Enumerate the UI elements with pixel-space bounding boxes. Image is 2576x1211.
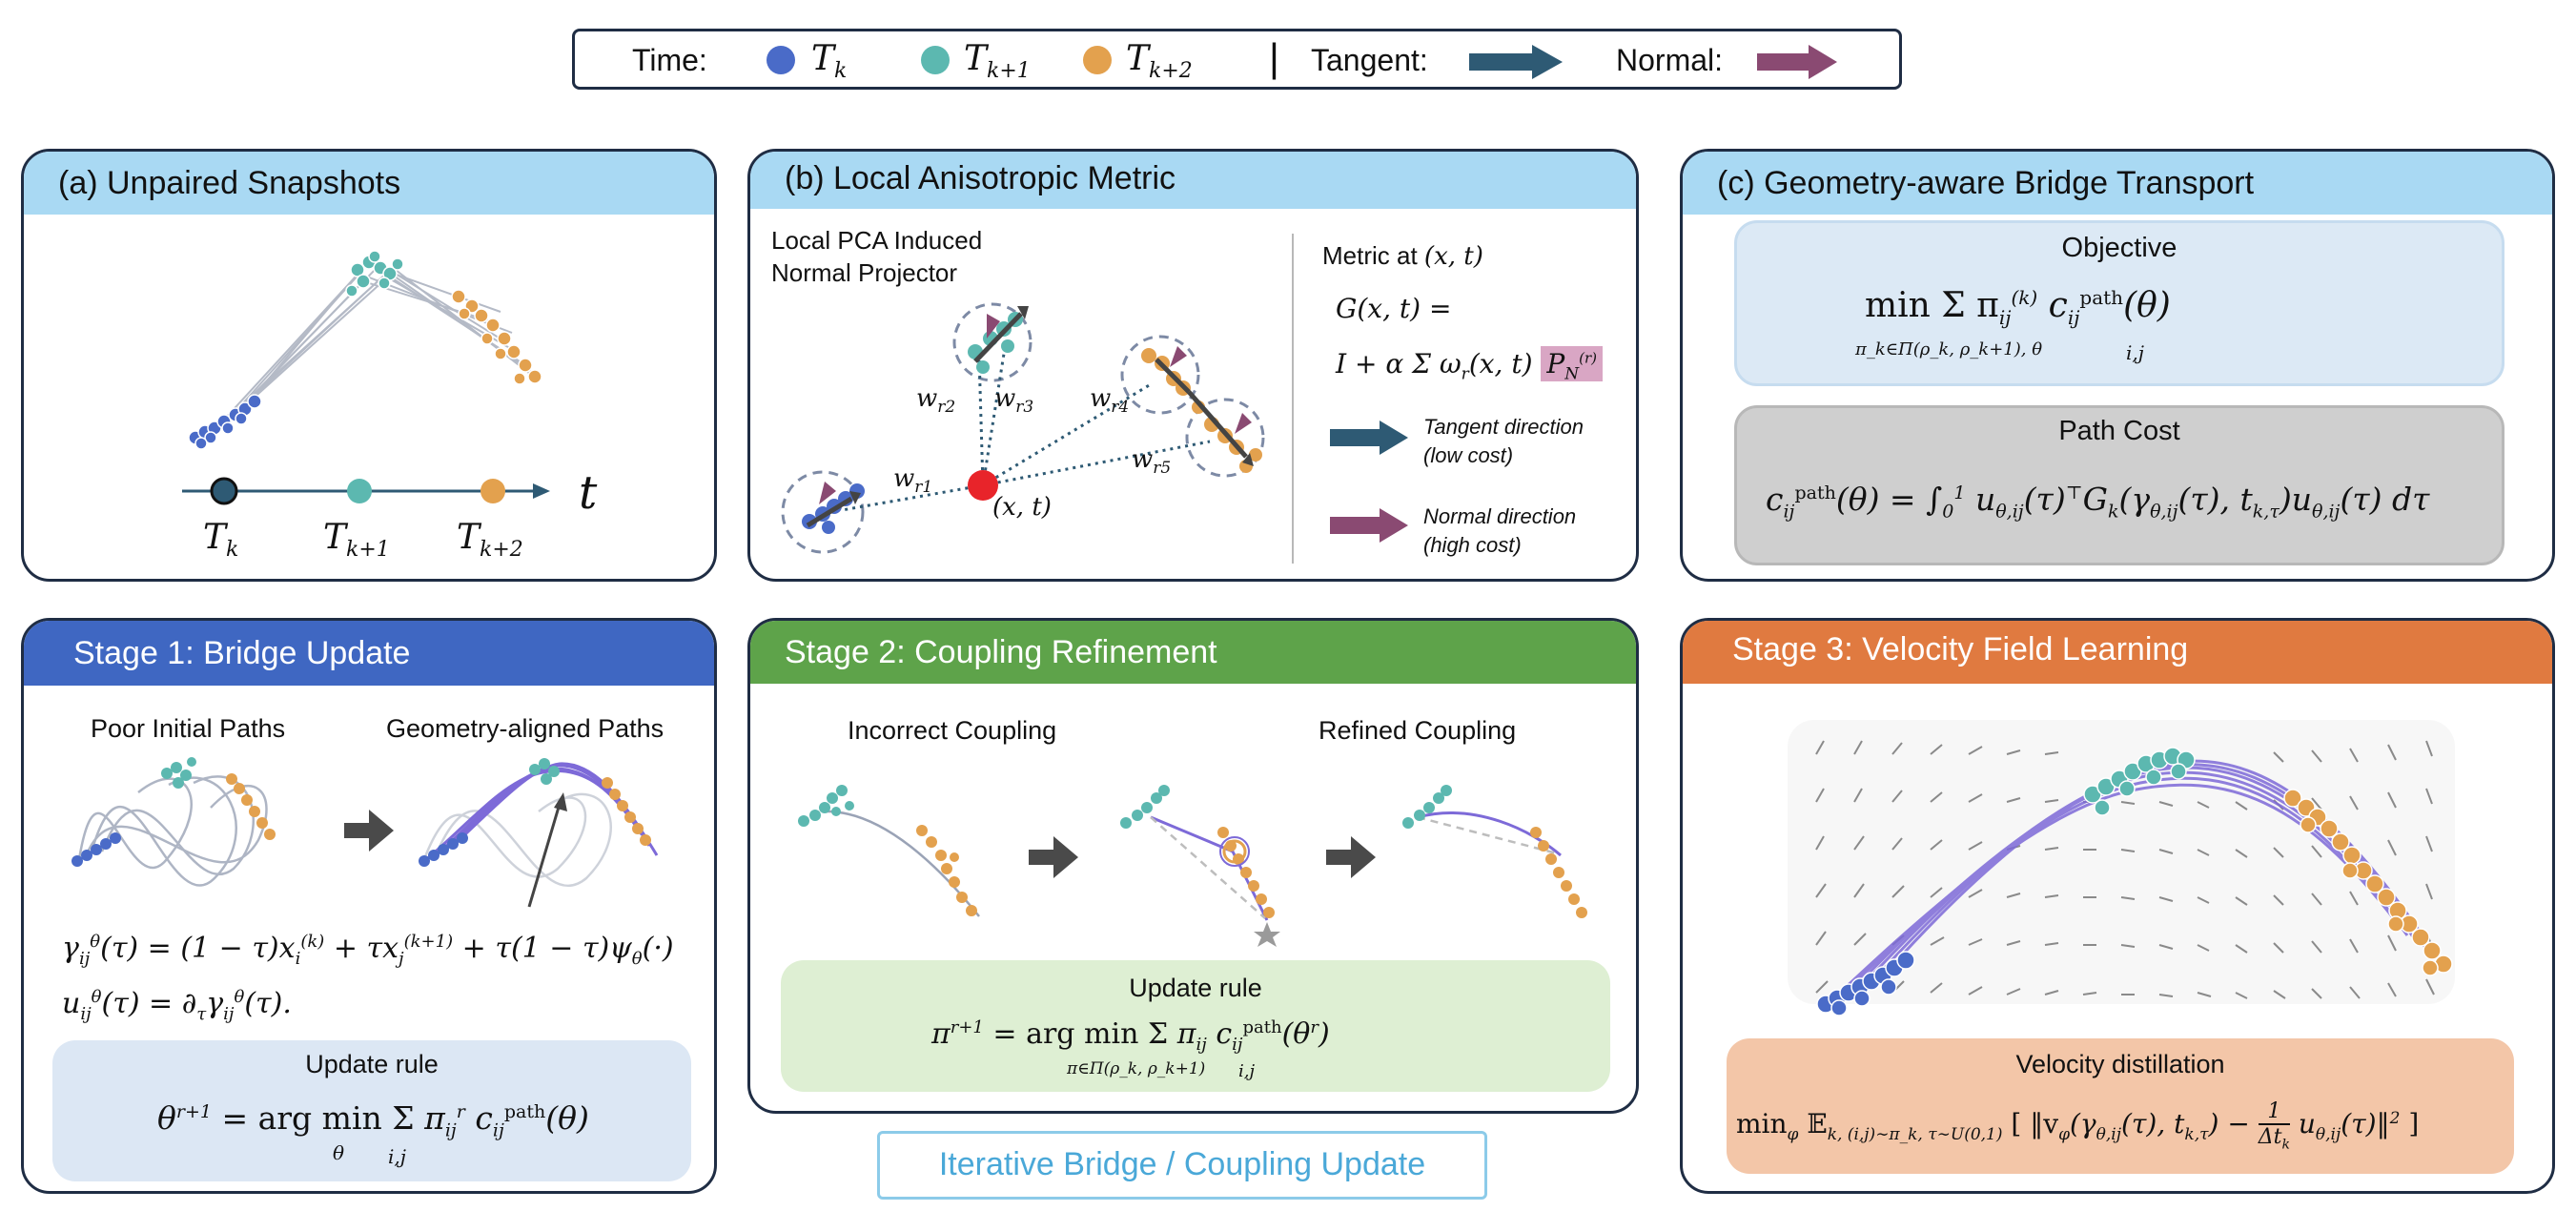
stage1-title: Stage 1: Bridge Update: [73, 635, 411, 671]
panel-b-weight-r5: wr5: [1132, 445, 1172, 479]
stage2-title: Stage 2: Coupling Refinement: [785, 634, 1217, 670]
pathcost-box: Path Cost cijpath(θ) = ∫01 uθ,ij(τ)⊤Gk(γ…: [1734, 405, 2504, 565]
panel-a-tick-tk: [210, 477, 238, 505]
velocity-box-title: Velocity distillation: [2015, 1050, 2225, 1078]
objective-box: Objective min Σ πij(k) cijpath(θ) π_k∈Π(…: [1734, 220, 2504, 386]
panel-c: (c) Geometry-aware Bridge Transport Obje…: [1680, 149, 2555, 582]
velocity-box: Velocity distillation minφ 𝔼k, (i,j)∼π_k…: [1727, 1038, 2514, 1174]
panel-a-tick-tk1: [347, 479, 372, 503]
pathcost-title: Path Cost: [2058, 416, 2180, 446]
panel-b-tangent-arrow-icon: [1330, 421, 1408, 455]
legend-tk1-label: Tk+1: [964, 39, 1031, 84]
stage2-left-caption: Incorrect Coupling: [848, 716, 1057, 745]
panel-a-tk2-cluster: [451, 289, 542, 385]
legend-tangent-arrow-icon: [1469, 45, 1563, 79]
panel-b-tangent-line2: (low cost): [1423, 443, 1514, 467]
legend-separator: |: [1269, 35, 1279, 80]
panel-a-tk-cluster: [188, 394, 262, 450]
legend-box: Time: Tk Tk+1 Tk+2 | Tangent: Normal:: [572, 29, 1902, 90]
panel-b-subtitle-2: Normal Projector: [771, 258, 958, 287]
panel-a: (a) Unpaired Snapshots t Tk Tk+1 Tk+2: [21, 149, 717, 582]
legend-tk-dot: [767, 46, 795, 74]
legend-tk1-dot: [921, 46, 950, 74]
panel-b-tangent-line1: Tangent direction: [1423, 415, 1584, 439]
stage1-rule-equation: θr+1 = arg min Σ πijr cijpath(θ): [157, 1099, 589, 1141]
stage1-arrow-icon: [344, 810, 394, 852]
panel-b-metric-at: Metric at (x, t): [1322, 241, 1483, 271]
stage1-illustration: [72, 757, 659, 908]
legend-tk2-label: Tk+2: [1126, 39, 1193, 84]
stage1-eq-gamma: γijθ(τ) = (1 − τ)xi(k) + τxj(k+1) + τ(1 …: [62, 932, 674, 969]
stage1-rule-min-sub: θ: [333, 1141, 345, 1164]
stage2-rule-title: Update rule: [1129, 974, 1262, 1002]
panel-b-weight-r4: wr4: [1090, 384, 1130, 418]
stage2-rule-min-sub: π∈Π(ρ_k, ρ_k+1): [1067, 1059, 1206, 1078]
panel-a-tick-label-tk: Tk: [203, 518, 239, 563]
stage3-panel: Stage 3: Velocity Field Learning Veloci: [1680, 618, 2555, 1194]
panel-b-normal-arrow-icon: [1330, 508, 1408, 543]
panel-b: (b) Local Anisotropic Metric Local PCA I…: [747, 149, 1639, 582]
panel-b-normal-line1: Normal direction: [1423, 504, 1577, 528]
panel-b-eq1: G(x, t) =: [1336, 293, 1452, 324]
query-point: [968, 470, 998, 501]
panel-a-links: [200, 257, 540, 442]
stage1-panel: Stage 1: Bridge Update Poor Initial Path…: [21, 618, 717, 1194]
panel-b-normal-line2: (high cost): [1423, 533, 1522, 557]
stage2-arrow-icon-1: [1029, 836, 1078, 878]
legend-tk2-dot: [1083, 46, 1112, 74]
objective-sum-sub: i,j: [2126, 341, 2144, 364]
velocity-equation: minφ 𝔼k, (i,j)∼π_k, τ∼U(0,1) [ ‖vφ(γθ,ij…: [1736, 1099, 2420, 1153]
objective-equation: min Σ πij(k) cijpath(θ): [1865, 286, 2171, 330]
legend-normal-arrow-icon: [1757, 45, 1837, 79]
stage2-rule-box: Update rule πr+1 = arg min Σ πij cijpath…: [781, 960, 1610, 1092]
legend-normal-label: Normal:: [1616, 43, 1724, 77]
legend-tangent-label: Tangent:: [1311, 43, 1428, 77]
stage1-right-caption: Geometry-aligned Paths: [386, 714, 664, 743]
panel-b-point-label: (x, t): [992, 493, 1052, 522]
stage2-panel: Stage 2: Coupling Refinement Incorrect C…: [747, 618, 1639, 1114]
panel-b-title: (b) Local Anisotropic Metric: [785, 160, 1176, 196]
iterative-update-box: Iterative Bridge / Coupling Update: [877, 1131, 1487, 1200]
legend-tk-label: Tk: [811, 39, 848, 84]
iterative-update-label: Iterative Bridge / Coupling Update: [938, 1146, 1426, 1182]
stage2-right-caption: Refined Coupling: [1319, 716, 1517, 745]
pathcost-equation: cijpath(θ) = ∫01 uθ,ij(τ)⊤Gk(γθ,ij(τ), t…: [1766, 481, 2430, 523]
panel-a-title: (a) Unpaired Snapshots: [58, 165, 401, 201]
panel-b-weight-r2: wr2: [916, 384, 956, 418]
panel-a-tick-tk2: [480, 479, 505, 503]
stage2-illustration: [798, 785, 1587, 947]
panel-b-subtitle-1: Local PCA Induced: [771, 226, 983, 255]
panel-a-time-axis: [182, 477, 550, 505]
panel-c-title: (c) Geometry-aware Bridge Transport: [1717, 165, 2255, 201]
objective-min-sub: π_k∈Π(ρ_k, ρ_k+1), θ: [1855, 339, 2043, 359]
stage1-left-caption: Poor Initial Paths: [91, 714, 286, 743]
stage1-eq-u: uijθ(τ) = ∂τγijθ(τ).: [62, 987, 292, 1024]
panel-a-header: (a) Unpaired Snapshots: [24, 152, 714, 215]
panel-a-tk1-cluster: [345, 250, 404, 298]
stage2-rule-equation: πr+1 = arg min Σ πij cijpath(θr): [931, 1017, 1330, 1055]
stage3-title: Stage 3: Velocity Field Learning: [1732, 631, 2189, 667]
panel-b-eq2: I + α Σ ωr(x, t) PN(r): [1336, 346, 1604, 384]
panel-a-tick-label-tk2: Tk+2: [457, 518, 523, 563]
stage3-velocity-field: [1788, 720, 2455, 1016]
panel-b-weight-r1: wr1: [893, 464, 933, 498]
panel-c-header: (c) Geometry-aware Bridge Transport: [1683, 152, 2552, 215]
stage1-rule-sum-sub: i,j: [388, 1145, 406, 1168]
stage1-rule-box: Update rule θr+1 = arg min Σ πijr cijpat…: [52, 1040, 691, 1181]
panel-b-header: (b) Local Anisotropic Metric: [750, 152, 1636, 209]
panel-b-weight-r3: wr3: [994, 384, 1034, 418]
panel-b-diagram: [781, 302, 1265, 554]
stage2-header: Stage 2: Coupling Refinement: [750, 621, 1636, 684]
stage1-header: Stage 1: Bridge Update: [24, 621, 714, 686]
panel-a-tick-label-tk1: Tk+1: [323, 518, 390, 563]
stage2-arrow-icon-2: [1326, 836, 1376, 878]
objective-title: Objective: [2061, 233, 2177, 263]
panel-a-scatter: [182, 250, 550, 505]
panel-b-divider: [1292, 234, 1294, 564]
legend-time-label: Time:: [632, 43, 707, 77]
stage1-rule-title: Update rule: [305, 1050, 439, 1078]
stage3-header: Stage 3: Velocity Field Learning: [1683, 621, 2552, 684]
panel-a-axis-t: t: [579, 466, 598, 520]
stage2-rule-sum-sub: i,j: [1238, 1061, 1256, 1081]
